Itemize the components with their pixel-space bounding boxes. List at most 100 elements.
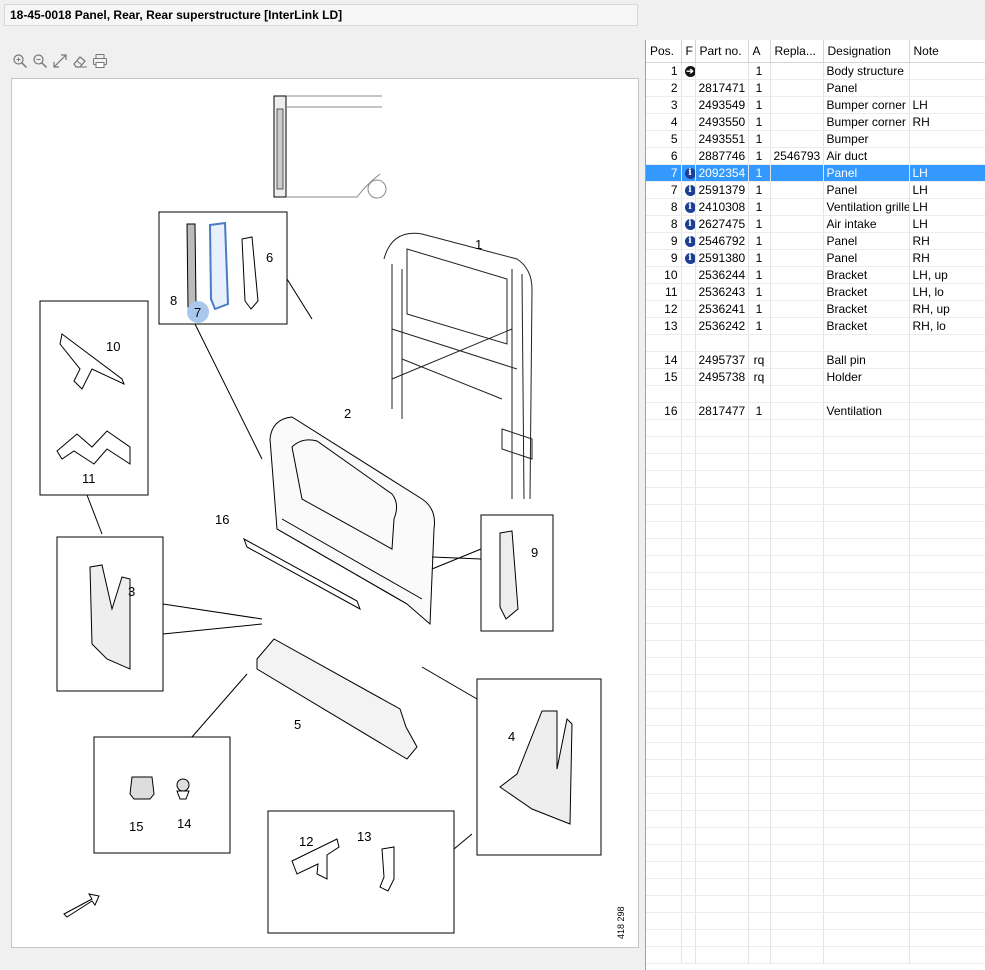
empty-cell bbox=[909, 759, 985, 777]
empty-cell bbox=[646, 946, 682, 964]
empty-cell bbox=[646, 657, 682, 675]
callout-2[interactable]: 2 bbox=[344, 406, 351, 421]
callout-15[interactable]: 15 bbox=[129, 819, 143, 834]
cell-repl bbox=[770, 402, 824, 420]
callout-10[interactable]: 10 bbox=[106, 339, 120, 354]
cell-desig: Bracket bbox=[823, 317, 910, 335]
empty-cell bbox=[823, 453, 910, 471]
empty-cell bbox=[770, 827, 824, 845]
cell-note bbox=[909, 368, 985, 386]
exploded-view-drawing[interactable]: 1 2 3 4 5 6 7 8 9 10 11 12 13 14 15 16 4… bbox=[11, 78, 639, 948]
empty-cell bbox=[770, 844, 824, 862]
col-flag[interactable]: F bbox=[681, 40, 696, 63]
info-icon[interactable]: i bbox=[684, 185, 694, 197]
zoom-in-icon[interactable] bbox=[11, 52, 29, 70]
print-icon[interactable] bbox=[91, 52, 109, 70]
callout-13[interactable]: 13 bbox=[357, 829, 371, 844]
callout-7[interactable]: 7 bbox=[194, 305, 201, 320]
empty-cell bbox=[646, 419, 682, 437]
empty-cell bbox=[909, 725, 985, 743]
info-icon[interactable]: i bbox=[684, 219, 694, 231]
empty-cell bbox=[909, 521, 985, 539]
cell-qty: 1 bbox=[748, 232, 771, 250]
callout-1[interactable]: 1 bbox=[475, 237, 482, 252]
cell-repl bbox=[770, 283, 824, 301]
empty-cell bbox=[695, 419, 749, 437]
info-icon[interactable]: i bbox=[684, 168, 694, 180]
empty-cell bbox=[646, 487, 682, 505]
table-row[interactable] bbox=[646, 385, 985, 403]
empty-row bbox=[646, 844, 985, 862]
empty-cell bbox=[823, 742, 910, 760]
callout-16[interactable]: 16 bbox=[215, 512, 229, 527]
empty-cell bbox=[909, 946, 985, 964]
eraser-icon[interactable] bbox=[71, 52, 89, 70]
callout-8[interactable]: 8 bbox=[170, 293, 177, 308]
callout-6[interactable]: 6 bbox=[266, 250, 273, 265]
callout-11[interactable]: 11 bbox=[82, 471, 96, 486]
info-icon[interactable]: i bbox=[684, 236, 694, 248]
callout-9[interactable]: 9 bbox=[531, 545, 538, 560]
empty-cell bbox=[770, 912, 824, 930]
empty-cell bbox=[770, 436, 824, 454]
cell-repl bbox=[770, 317, 824, 335]
empty-cell bbox=[748, 912, 771, 930]
col-note[interactable]: Note bbox=[909, 40, 985, 63]
cell-pos: 4 bbox=[646, 113, 682, 131]
cell-part: 2817477 bbox=[695, 402, 749, 420]
row-flag bbox=[681, 283, 696, 301]
cell-part: 2887746 bbox=[695, 147, 749, 165]
callout-12[interactable]: 12 bbox=[299, 834, 313, 849]
cell-qty: 1 bbox=[748, 266, 771, 284]
cell-part: 2536243 bbox=[695, 283, 749, 301]
col-pos[interactable]: Pos. bbox=[646, 40, 682, 63]
fit-expand-icon[interactable] bbox=[51, 52, 69, 70]
empty-cell bbox=[770, 878, 824, 896]
col-part-no[interactable]: Part no. bbox=[695, 40, 749, 63]
empty-cell bbox=[646, 606, 682, 624]
empty-cell bbox=[748, 776, 771, 794]
cell-part bbox=[695, 385, 749, 403]
cell-pos: 9 bbox=[646, 232, 682, 250]
info-icon[interactable]: i bbox=[684, 202, 694, 214]
table-row[interactable] bbox=[646, 334, 985, 352]
callout-5[interactable]: 5 bbox=[294, 717, 301, 732]
zoom-out-icon[interactable] bbox=[31, 52, 49, 70]
col-designation[interactable]: Designation bbox=[823, 40, 910, 63]
cell-pos: 2 bbox=[646, 79, 682, 97]
arrow-right-icon[interactable]: ➔ bbox=[684, 66, 694, 78]
empty-cell bbox=[823, 878, 910, 896]
callout-4[interactable]: 4 bbox=[508, 729, 515, 744]
row-flag bbox=[681, 130, 696, 148]
cell-pos: 15 bbox=[646, 368, 682, 386]
cell-note: RH bbox=[909, 249, 985, 267]
empty-cell bbox=[681, 538, 696, 556]
info-icon[interactable]: i bbox=[684, 253, 694, 265]
empty-cell bbox=[909, 589, 985, 607]
cell-note bbox=[909, 147, 985, 165]
col-qty[interactable]: A bbox=[748, 40, 771, 63]
callout-14[interactable]: 14 bbox=[177, 816, 191, 831]
empty-row bbox=[646, 572, 985, 590]
callout-3[interactable]: 3 bbox=[128, 584, 135, 599]
col-replaced-by[interactable]: Repla... bbox=[770, 40, 824, 63]
